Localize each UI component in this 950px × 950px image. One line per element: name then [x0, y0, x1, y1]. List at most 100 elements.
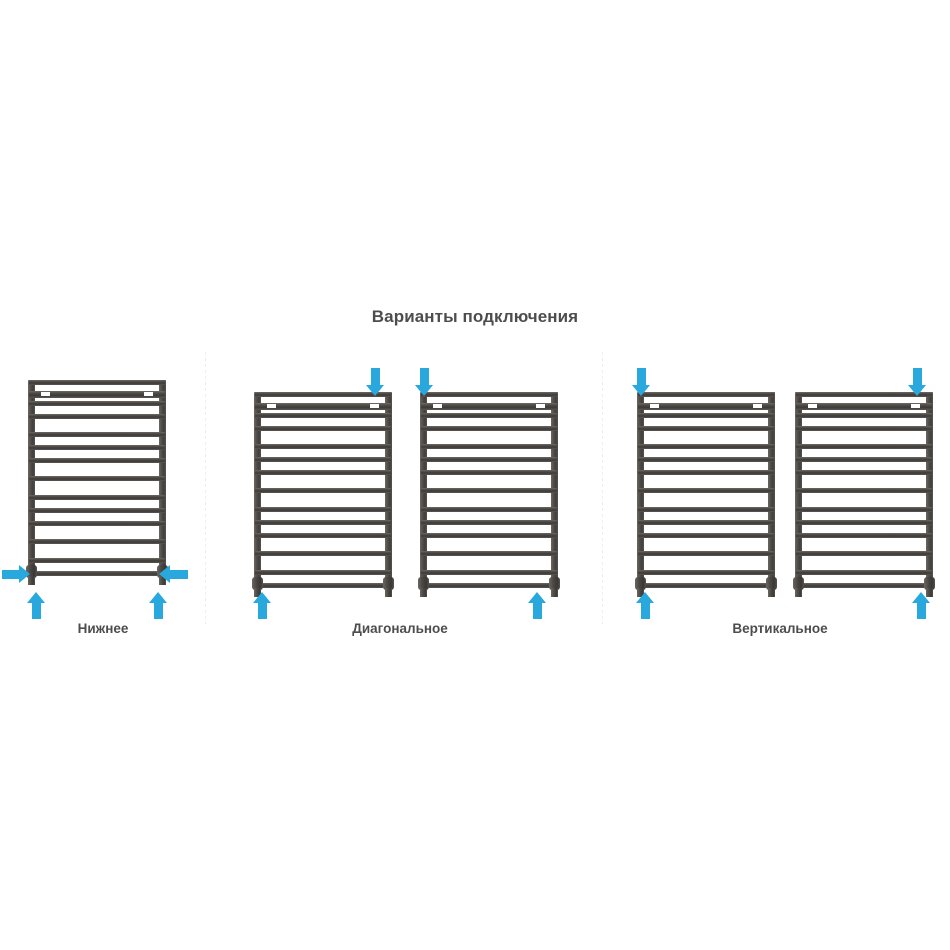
bracket-notch — [370, 404, 379, 408]
arrow-shaft — [637, 368, 646, 386]
radiator-rung — [421, 488, 557, 493]
radiator-rung — [255, 551, 391, 556]
bracket-notch — [650, 404, 659, 408]
radiator-rung — [29, 432, 165, 437]
bracket-notch — [911, 404, 920, 408]
radiator-rung — [255, 413, 391, 418]
page-title: Варианты подключения — [371, 307, 579, 326]
bracket-notch — [41, 392, 50, 396]
radiator-rung — [29, 476, 165, 481]
arrow-shaft — [32, 601, 41, 619]
radiator-bracket-bar — [638, 403, 774, 410]
radiator-rung — [255, 392, 391, 397]
radiator-vertical-1 — [635, 392, 777, 597]
radiator-rung — [421, 392, 557, 397]
connection-node-right — [549, 577, 560, 590]
radiator-bracket-bar — [796, 403, 932, 410]
radiator-rung — [255, 426, 391, 431]
bracket-notch — [267, 404, 276, 408]
connection-node-left — [793, 577, 804, 590]
arrow-shaft — [258, 601, 267, 619]
connection-stub-left — [28, 576, 35, 585]
radiator-rung — [255, 457, 391, 462]
radiator-rung — [29, 539, 165, 544]
radiator-rung — [255, 570, 391, 575]
arrow-shaft — [917, 601, 926, 619]
radiator-rung — [638, 583, 774, 588]
group-label-bottom: Нижнее — [77, 621, 129, 636]
radiator-bracket-bar — [255, 403, 391, 410]
radiator-rail-left — [795, 392, 802, 597]
bracket-notch — [433, 404, 442, 408]
radiator-rung — [796, 392, 932, 397]
radiator-rung — [255, 488, 391, 493]
arrow-head — [19, 565, 30, 583]
radiator-rail-left — [28, 380, 35, 585]
radiator-rung — [255, 470, 391, 475]
radiator-vertical-2 — [793, 392, 935, 597]
bracket-notch — [808, 404, 817, 408]
arrow-head — [636, 592, 654, 603]
bracket-notch — [144, 392, 153, 396]
arrow-shaft — [154, 601, 163, 619]
connection-stub-right — [768, 588, 775, 597]
radiator-diagonal-1 — [252, 392, 394, 597]
arrow-shaft — [371, 368, 380, 386]
radiator-rung — [638, 570, 774, 575]
connection-stub-right — [551, 588, 558, 597]
radiator-rung — [29, 445, 165, 450]
arrow-head — [632, 385, 650, 396]
radiator-rail-right — [926, 392, 933, 597]
arrow-head — [912, 592, 930, 603]
radiator-rung — [421, 457, 557, 462]
radiator-rung — [638, 533, 774, 538]
arrow-head — [908, 385, 926, 396]
radiator-rung — [796, 488, 932, 493]
radiator-rung — [796, 570, 932, 575]
radiator-rung — [421, 507, 557, 512]
radiator-rung — [796, 520, 932, 525]
radiator-rail-right — [768, 392, 775, 597]
radiator-bracket-bar — [421, 403, 557, 410]
radiator-rung — [638, 520, 774, 525]
radiator-rung — [29, 521, 165, 526]
radiator-rung — [255, 583, 391, 588]
connection-node-left — [418, 577, 429, 590]
radiator-rung — [638, 426, 774, 431]
radiator-rung — [255, 444, 391, 449]
radiator-rung — [638, 392, 774, 397]
radiator-rung — [796, 533, 932, 538]
radiator-rail-right — [159, 380, 166, 585]
radiator-rung — [255, 533, 391, 538]
radiator-rung — [796, 457, 932, 462]
arrow-shaft — [641, 601, 650, 619]
connection-stub-left — [420, 588, 427, 597]
arrow-shaft — [913, 368, 922, 386]
section-divider — [602, 352, 603, 624]
radiator-rail-left — [420, 392, 427, 597]
radiator-rung — [29, 571, 165, 576]
arrow-head — [366, 385, 384, 396]
radiator-rung — [796, 551, 932, 556]
radiator-rung — [638, 488, 774, 493]
radiator-rail-left — [637, 392, 644, 597]
arrow-head — [253, 592, 271, 603]
radiator-diagonal-2 — [418, 392, 560, 597]
radiator-rung — [421, 444, 557, 449]
radiator-rung — [421, 426, 557, 431]
arrow-head — [415, 385, 433, 396]
bracket-notch — [753, 404, 762, 408]
radiator-bracket-bar — [29, 391, 165, 398]
radiator-rung — [638, 507, 774, 512]
arrow-shaft — [2, 570, 20, 579]
radiator-rail-right — [385, 392, 392, 597]
radiator-rung — [638, 457, 774, 462]
bracket-notch — [536, 404, 545, 408]
radiator-rung — [796, 413, 932, 418]
radiator-rung — [255, 520, 391, 525]
section-divider — [205, 352, 206, 624]
radiator-rung — [421, 583, 557, 588]
connection-node-right — [383, 577, 394, 590]
radiator-rung — [29, 458, 165, 463]
radiator-rail-left — [254, 392, 261, 597]
